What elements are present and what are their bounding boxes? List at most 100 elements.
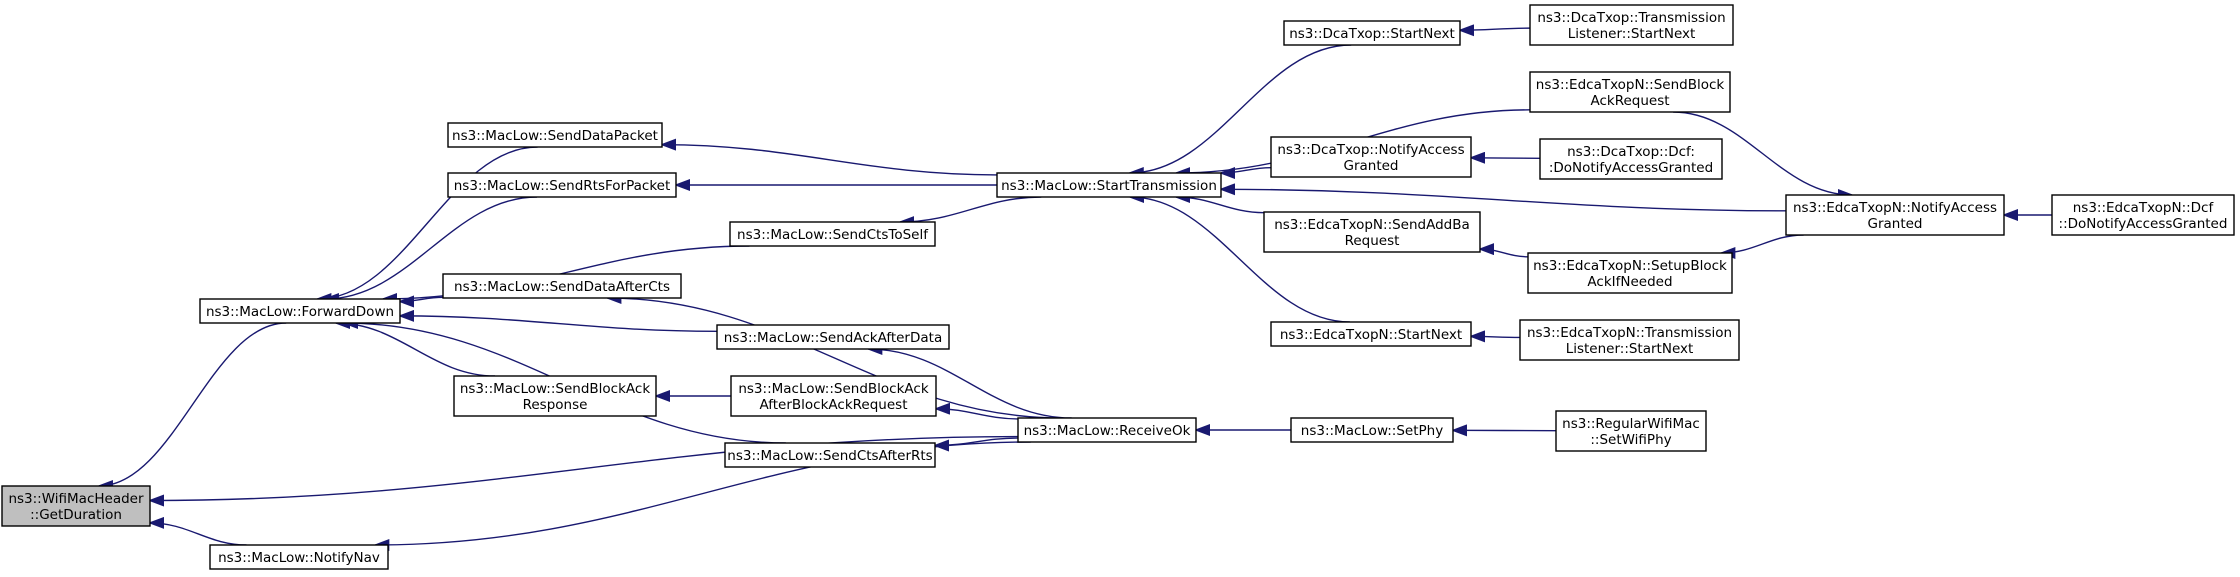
node-sendctstoself[interactable]: ns3::MacLow::SendCtsToSelf bbox=[729, 221, 936, 247]
node-label: Request bbox=[1345, 233, 1400, 249]
node-regularsetwifiphy[interactable]: ns3::RegularWifiMac::SetWifiPhy bbox=[1555, 410, 1707, 452]
edge-receiveok-to-sendackafterdata bbox=[866, 343, 1072, 419]
node-setphy[interactable]: ns3::MacLow::SetPhy bbox=[1290, 417, 1454, 443]
node-label: ns3::RegularWifiMac bbox=[1562, 416, 1700, 432]
node-label: ns3::MacLow::SendBlockAck bbox=[460, 381, 650, 397]
node-starttransmission[interactable]: ns3::MacLow::StartTransmission bbox=[996, 172, 1222, 198]
node-box bbox=[1539, 138, 1723, 180]
node-label: ns3::WifiMacHeader bbox=[8, 491, 144, 507]
edge-edcanotifyaccess-to-starttransmission bbox=[1219, 183, 1787, 212]
node-box bbox=[1529, 4, 1734, 46]
node-sendblockackafterbar[interactable]: ns3::MacLow::SendBlockAckAfterBlockAckRe… bbox=[730, 375, 937, 417]
node-sendackafterdata[interactable]: ns3::MacLow::SendAckAfterData bbox=[716, 324, 950, 350]
node-label: Granted bbox=[1343, 158, 1398, 174]
node-label: ::GetDuration bbox=[30, 507, 122, 523]
node-box bbox=[453, 375, 657, 417]
node-edcastartnext[interactable]: ns3::EdcaTxopN::StartNext bbox=[1270, 321, 1472, 347]
node-getduration[interactable]: ns3::WifiMacHeader::GetDuration bbox=[1, 485, 151, 527]
node-label: Listener::StartNext bbox=[1568, 26, 1696, 42]
edge-starttransmission-to-sendctstoself bbox=[898, 196, 1042, 228]
node-box bbox=[1263, 211, 1481, 253]
node-edcatlstartnext[interactable]: ns3::EdcaTxopN::TransmissionListener::St… bbox=[1519, 319, 1740, 361]
edge-dcanotifyaccess-to-starttransmission bbox=[1219, 166, 1272, 180]
edge-dcastartnext-to-starttransmission bbox=[1127, 44, 1352, 179]
edge-notifynav-to-getduration bbox=[148, 516, 247, 546]
node-label: ns3::DcaTxop::Dcf: bbox=[1567, 144, 1695, 160]
node-label: Response bbox=[523, 397, 588, 413]
node-edcanotifyaccess[interactable]: ns3::EdcaTxopN::NotifyAccessGranted bbox=[1785, 194, 2005, 236]
node-box bbox=[1, 485, 151, 527]
edge-forwarddown-to-getduration bbox=[96, 322, 287, 492]
node-label: :DoNotifyAccessGranted bbox=[1549, 160, 1713, 176]
node-box bbox=[724, 442, 936, 468]
edge-sendrtsforpacket-to-forwarddown bbox=[322, 196, 538, 305]
node-box bbox=[1519, 319, 1740, 361]
node-box bbox=[447, 122, 663, 148]
node-forwarddown[interactable]: ns3::MacLow::ForwardDown bbox=[199, 298, 401, 324]
edge-receiveok-to-sendctsafterrts bbox=[933, 437, 1019, 452]
node-label: ::DoNotifyAccessGranted bbox=[2059, 216, 2228, 232]
node-dcastartnext[interactable]: ns3::DcaTxop::StartNext bbox=[1283, 20, 1461, 46]
node-senddatapacket[interactable]: ns3::MacLow::SendDataPacket bbox=[447, 122, 663, 148]
node-notifynav[interactable]: ns3::MacLow::NotifyNav bbox=[209, 544, 389, 570]
node-sendctsafterrts[interactable]: ns3::MacLow::SendCtsAfterRts bbox=[724, 442, 936, 468]
node-box bbox=[209, 544, 389, 570]
edge-sendblockackresponse-to-forwarddown bbox=[334, 317, 496, 377]
node-label: ::SetWifiPhy bbox=[1590, 432, 1671, 448]
node-box bbox=[1283, 20, 1461, 46]
node-label: ns3::MacLow::StartTransmission bbox=[1001, 178, 1217, 194]
node-senddataafterctss[interactable]: ns3::MacLow::SendDataAfterCts bbox=[442, 273, 682, 299]
node-label: ns3::EdcaTxopN::Transmission bbox=[1527, 325, 1732, 341]
node-box bbox=[1555, 410, 1707, 452]
edge-edcastartnext-to-starttransmission bbox=[1128, 191, 1350, 323]
node-label: ns3::MacLow::SendDataAfterCts bbox=[454, 279, 670, 295]
node-box bbox=[729, 221, 936, 247]
node-box bbox=[442, 273, 682, 299]
node-receiveok[interactable]: ns3::MacLow::ReceiveOk bbox=[1017, 417, 1197, 443]
node-label: ns3::EdcaTxopN::Dcf bbox=[2073, 200, 2215, 216]
edge-receiveok-to-senddataafterctss bbox=[605, 292, 1062, 419]
node-label: ns3::MacLow::ForwardDown bbox=[206, 304, 394, 320]
node-label: Listener::StartNext bbox=[1566, 341, 1694, 357]
edge-sendctstoself-to-forwarddown bbox=[380, 245, 750, 305]
node-dcanotifyaccess[interactable]: ns3::DcaTxop::NotifyAccessGranted bbox=[1270, 136, 1472, 178]
node-label: ns3::EdcaTxopN::SendBlock bbox=[1536, 77, 1725, 93]
node-label: AckRequest bbox=[1590, 93, 1669, 109]
node-box bbox=[730, 375, 937, 417]
node-box bbox=[199, 298, 401, 324]
node-box bbox=[996, 172, 1222, 198]
node-box bbox=[1785, 194, 2005, 236]
edge-receiveok-to-sendblockackafterbar bbox=[934, 402, 1019, 420]
edge-edcasetupblockack-to-edcasendaddba bbox=[1478, 243, 1529, 258]
node-label: ns3::DcaTxop::NotifyAccess bbox=[1277, 142, 1464, 158]
edge-senddatapacket-to-forwarddown bbox=[315, 146, 538, 305]
edge-edcanotifyaccess-to-edcasetupblockack bbox=[1719, 234, 1804, 259]
edge-edcasendaddba-to-starttransmission bbox=[1174, 191, 1265, 214]
node-box bbox=[1270, 136, 1472, 178]
edge-edcatlstartnext-to-edcastartnext bbox=[1469, 330, 1521, 343]
node-label: Granted bbox=[1867, 216, 1922, 232]
node-box bbox=[447, 172, 677, 198]
node-label: ns3::MacLow::SendCtsToSelf bbox=[737, 227, 929, 243]
node-label: ns3::MacLow::SendCtsAfterRts bbox=[727, 448, 932, 464]
node-label: ns3::EdcaTxopN::StartNext bbox=[1280, 327, 1462, 343]
node-label: ns3::DcaTxop::StartNext bbox=[1289, 26, 1455, 42]
node-sendrtsforpacket[interactable]: ns3::MacLow::SendRtsForPacket bbox=[447, 172, 677, 198]
edge-starttransmission-to-senddatapacket bbox=[660, 138, 998, 176]
node-box bbox=[2051, 194, 2235, 236]
node-dcatlstartnext[interactable]: ns3::DcaTxop::TransmissionListener::Star… bbox=[1529, 4, 1734, 46]
node-label: AfterBlockAckRequest bbox=[759, 397, 907, 413]
node-box bbox=[1529, 71, 1731, 113]
node-box bbox=[1017, 417, 1197, 443]
edge-sendackafterdata-to-forwarddown bbox=[398, 309, 718, 333]
node-edcadcfnotify[interactable]: ns3::EdcaTxopN::Dcf::DoNotifyAccessGrant… bbox=[2051, 194, 2235, 236]
node-label: ns3::MacLow::SendRtsForPacket bbox=[454, 178, 671, 194]
edge-receiveok-to-getduration bbox=[148, 435, 1019, 507]
node-dcadcfnotify[interactable]: ns3::DcaTxop::Dcf::DoNotifyAccessGranted bbox=[1539, 138, 1723, 180]
node-label: ns3::MacLow::SendAckAfterData bbox=[724, 330, 942, 346]
node-box bbox=[1270, 321, 1472, 347]
